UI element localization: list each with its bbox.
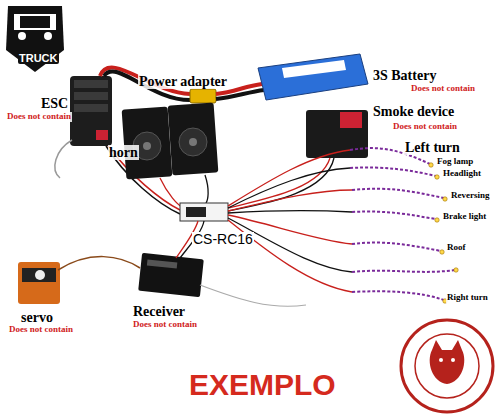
antenna <box>200 285 306 306</box>
receiver <box>138 253 204 297</box>
receiver-pins <box>147 259 177 268</box>
led-wire <box>352 270 455 272</box>
battery <box>258 54 368 100</box>
wire <box>228 220 352 292</box>
logo-truck <box>14 14 56 30</box>
part-name: 3S Battery <box>372 68 437 83</box>
servo-horn <box>35 270 45 280</box>
logo-text: TRUCK <box>18 52 59 64</box>
light-name: Brake light <box>442 212 487 222</box>
logo-wheel <box>44 32 52 40</box>
availability-note: Does not contain <box>8 325 74 335</box>
wire <box>228 190 352 211</box>
stamp-ring <box>415 334 479 398</box>
led-wire <box>352 212 436 219</box>
part-name: Left turn <box>404 140 461 155</box>
led <box>454 268 458 272</box>
cs-rc16-module <box>180 203 228 221</box>
esc-body <box>70 76 112 146</box>
leds <box>429 163 458 303</box>
module-chip <box>186 207 206 217</box>
led <box>429 163 433 167</box>
smoke-device <box>306 110 368 158</box>
led-wire <box>350 167 436 176</box>
light-name: Fog lamp <box>436 157 474 167</box>
light-name: Headlight <box>442 169 482 179</box>
esc-switch <box>96 130 108 140</box>
speaker <box>122 106 173 179</box>
power-wire <box>216 90 264 99</box>
led <box>440 250 444 254</box>
logo-shield <box>6 6 64 72</box>
led-wire <box>352 291 444 300</box>
availability-note: Does not contain <box>132 320 198 330</box>
speaker-cone <box>179 128 207 156</box>
esc-fin <box>74 92 108 100</box>
part-name: Smoke device <box>372 104 455 119</box>
speaker <box>168 102 219 175</box>
stamp-cat <box>430 340 465 384</box>
logo-wheel <box>18 32 26 40</box>
stamp-ring <box>401 320 493 412</box>
wire <box>160 178 182 207</box>
part-name: servo <box>20 310 54 325</box>
wire <box>205 175 208 203</box>
smoke-heater <box>340 112 362 128</box>
part-name: horn <box>108 145 139 160</box>
light-name: Reversing <box>450 191 491 201</box>
led <box>435 175 439 179</box>
part-name: Power adapter <box>138 74 228 89</box>
led <box>443 197 447 201</box>
wire <box>55 140 72 178</box>
availability-note: Does not contain <box>392 122 458 132</box>
led-wire <box>352 189 444 198</box>
stamp-cat-eye <box>451 358 455 362</box>
light-name: Roof <box>446 243 467 253</box>
led <box>435 218 439 222</box>
power-adapter <box>190 89 216 103</box>
stamp-cat-eye <box>439 358 443 362</box>
module-name: CS-RC16 <box>192 232 254 247</box>
servo-top <box>22 268 56 282</box>
light-harness <box>228 150 352 292</box>
availability-note: Does not contain <box>6 112 72 122</box>
esc-fin <box>74 80 108 88</box>
part-name: Receiver <box>132 304 186 319</box>
speaker-cap <box>143 142 151 150</box>
wire <box>228 211 352 213</box>
availability-note: Does not contain <box>410 84 476 94</box>
battery-sticker <box>282 60 346 78</box>
twisted-led-wires <box>350 148 455 300</box>
esc-fin <box>74 104 108 112</box>
servo-body <box>18 262 60 304</box>
part-name: ESC <box>40 96 69 111</box>
speaker-cap <box>189 138 197 146</box>
wire <box>228 168 350 208</box>
led-wire <box>352 243 441 251</box>
wire <box>58 257 140 270</box>
caption: EXEMPLO <box>188 368 337 401</box>
light-name: Right turn <box>446 293 489 303</box>
logo-grille <box>20 16 50 28</box>
